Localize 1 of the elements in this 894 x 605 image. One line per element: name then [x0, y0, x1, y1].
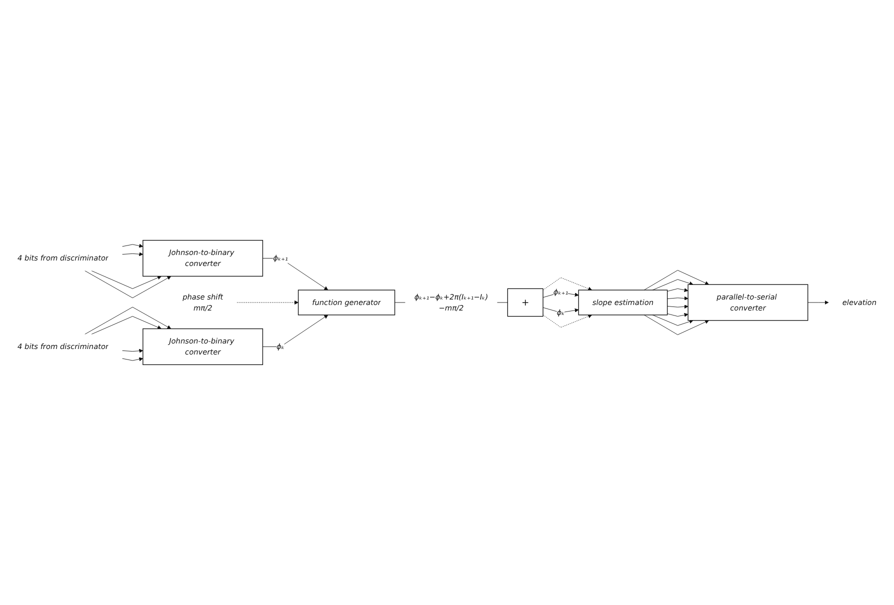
node-box: +	[507, 288, 544, 317]
